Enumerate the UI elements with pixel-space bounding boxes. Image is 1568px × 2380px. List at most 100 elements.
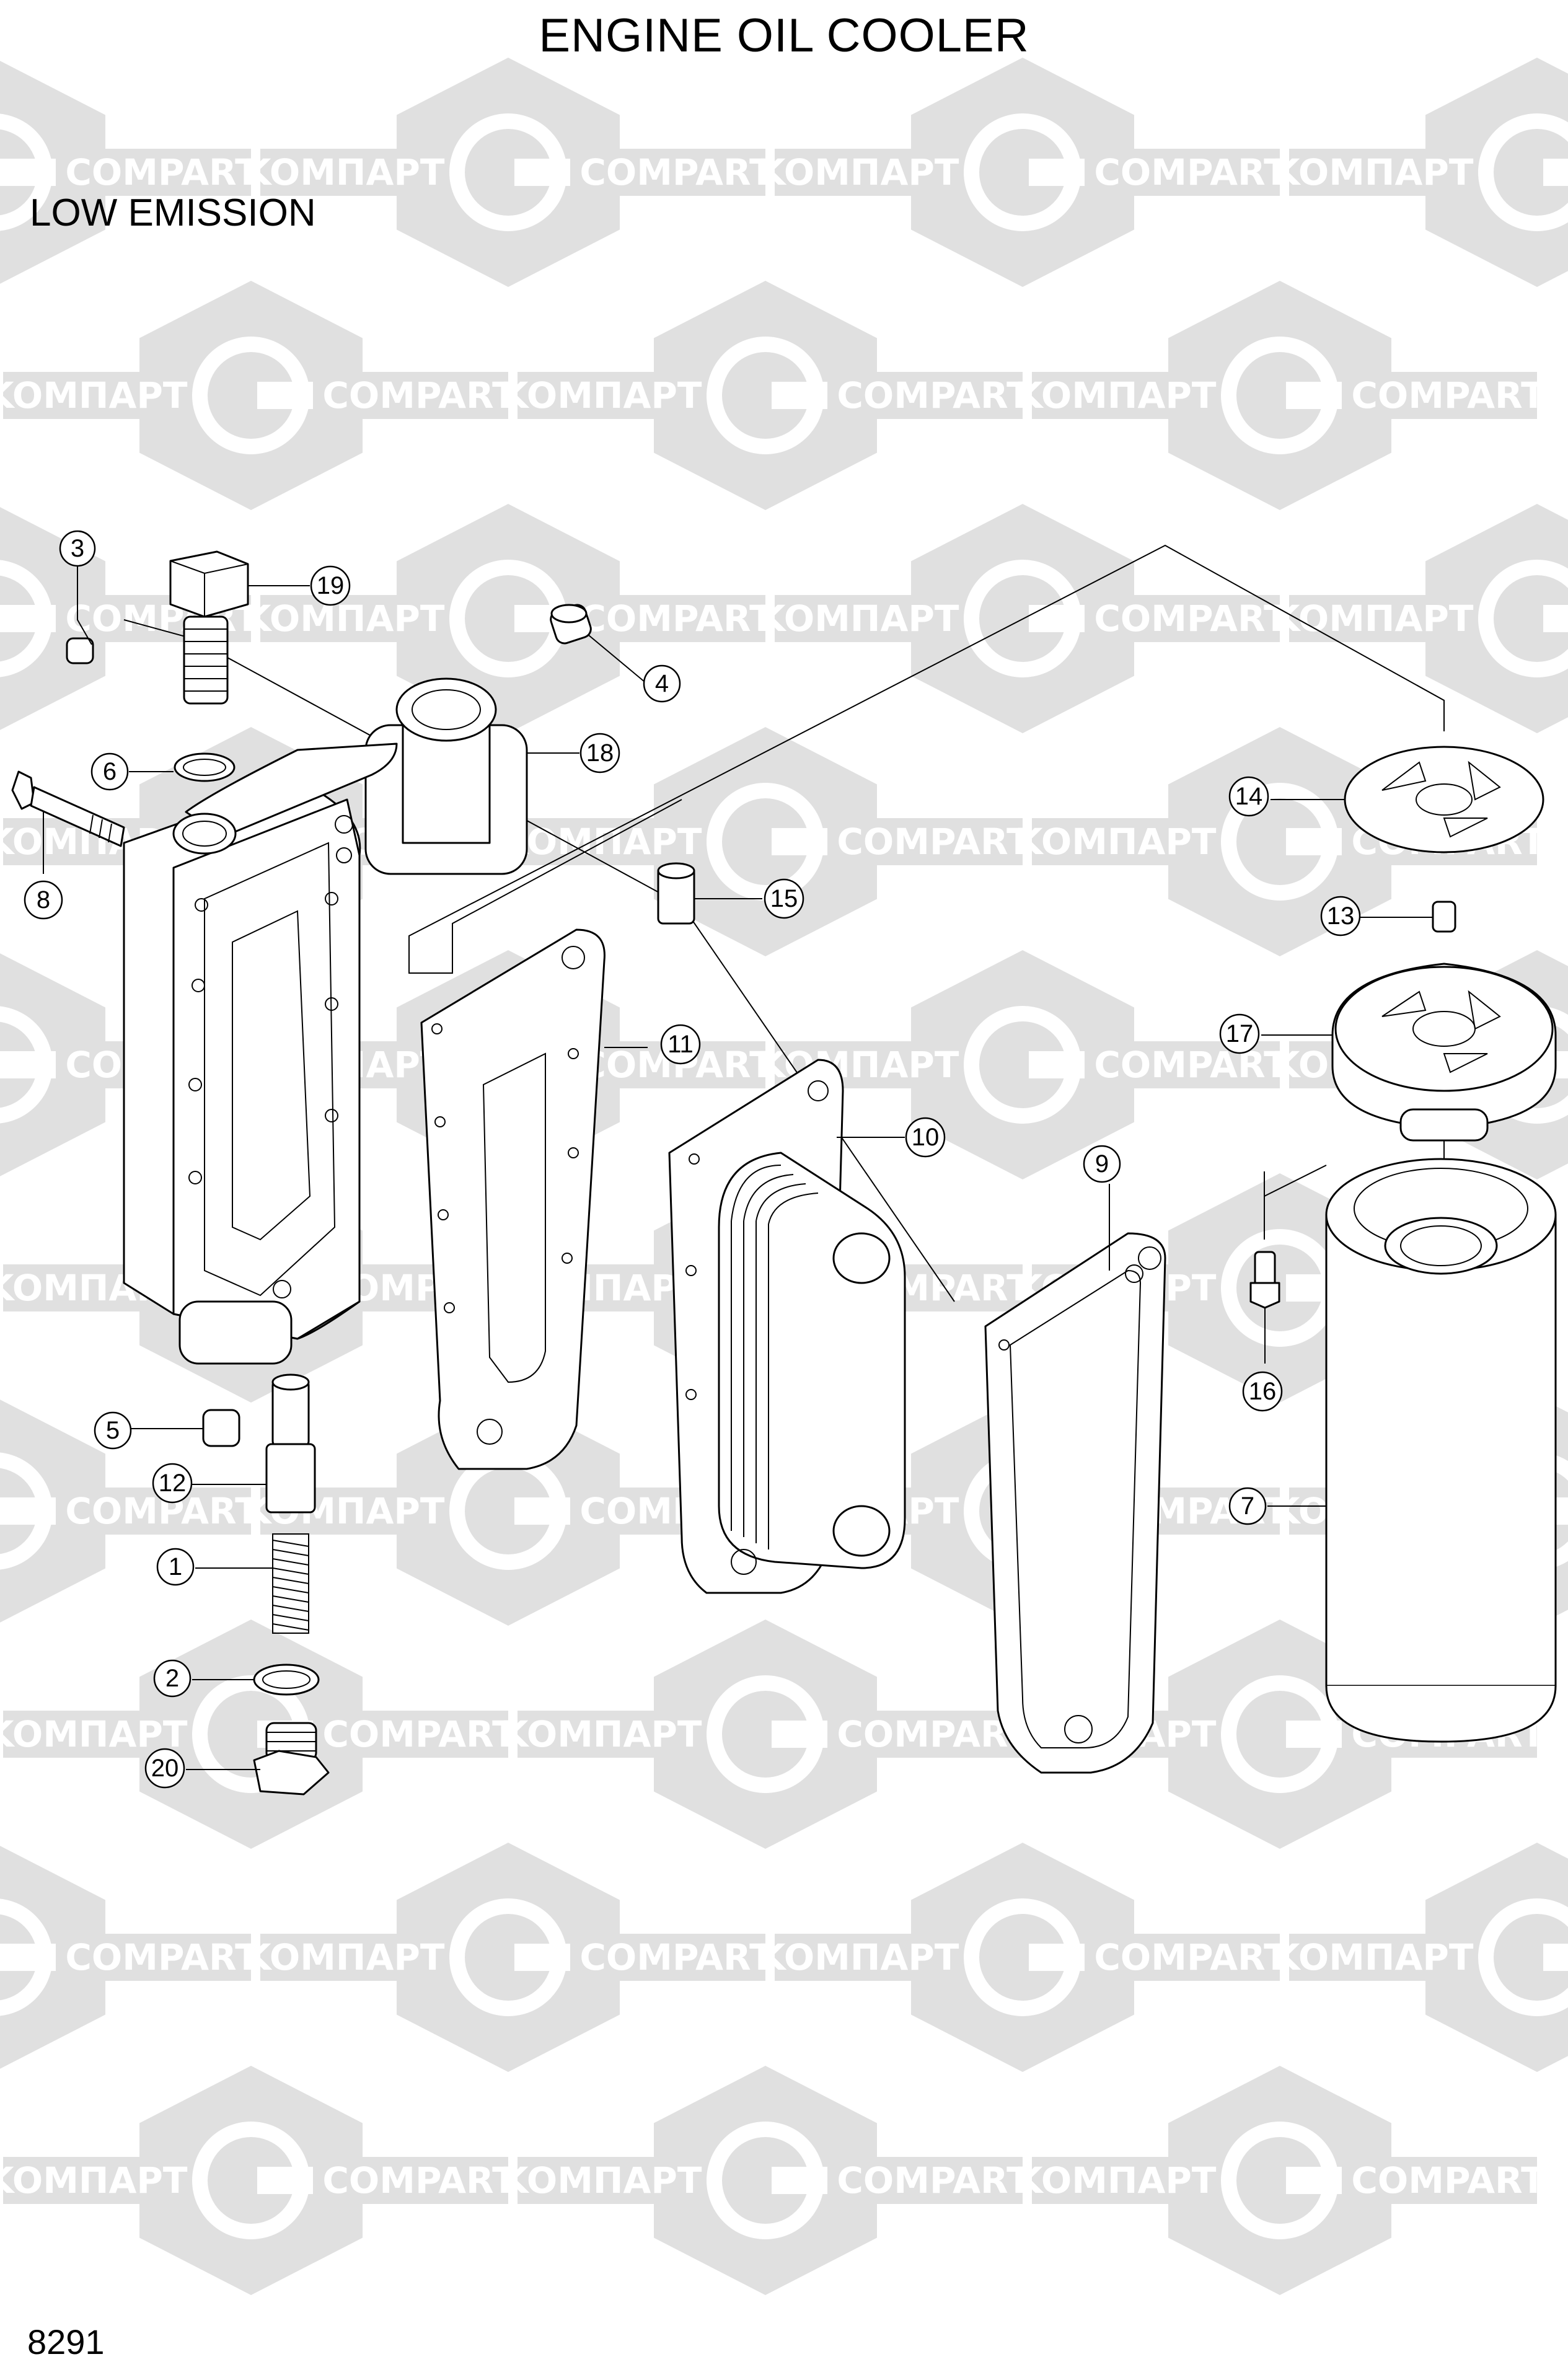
watermark-text: KOMПАРТ [758, 597, 959, 640]
watermark-text: KOMПАРТ [501, 1713, 702, 1755]
cooler-core-10 [668, 1059, 906, 1594]
watermark-text: KOMПАРТ [1272, 597, 1474, 640]
gasket-11 [420, 928, 606, 1470]
watermark-text: COMPART [1094, 151, 1288, 193]
watermark-tile: KOMПАРТ COMPART [501, 281, 1031, 510]
watermark-text: KOMПАРТ [758, 1936, 959, 1978]
watermark-text: COMPART [579, 151, 774, 193]
watermark-text: COMPART [579, 597, 774, 640]
callouts: 3 19 4 18 6 8 15 11 10 9 14 13 17 16 7 5… [24, 530, 1361, 1789]
callout-12: 12 [159, 1470, 187, 1497]
page-number: 8291 [27, 2322, 105, 2361]
bolt-16 [1249, 1251, 1280, 1309]
watermark-text: COMPART [322, 374, 517, 416]
o-ring-2 [253, 1664, 320, 1696]
watermark-text: KOMПАРТ [1272, 1936, 1474, 1978]
callout-19: 19 [317, 572, 345, 599]
watermark-text: KOMПАРТ [1015, 2159, 1217, 2202]
callout-16: 16 [1249, 1378, 1277, 1405]
watermark-tile: KOMПАРТ COMPART [244, 1843, 774, 2072]
watermark-text: COMPART [65, 151, 260, 193]
callout-5: 5 [106, 1417, 120, 1444]
watermark-text: COMPART [837, 374, 1031, 416]
watermark-text: KOMПАРТ [244, 151, 445, 193]
callout-9: 9 [1095, 1150, 1109, 1178]
callout-1: 1 [169, 1553, 182, 1580]
watermark-tile: KOMПАРТ COMPART [758, 58, 1288, 287]
watermark-tile: KOMПАРТ COMPART [758, 1843, 1288, 2072]
page-title: ENGINE OIL COOLER [539, 9, 1029, 62]
watermark-text: COMPART [322, 1713, 517, 1755]
watermark-tile: KOMПАРТ COMPART [501, 2066, 1031, 2295]
watermark-text: COMPART [579, 1936, 774, 1978]
long-bolt-8 [11, 770, 125, 847]
watermark-text: COMPART [837, 2159, 1031, 2202]
drain-plug-20 [253, 1722, 330, 1796]
housing-18 [364, 677, 528, 875]
callout-4: 4 [655, 670, 669, 697]
callout-6: 6 [103, 758, 117, 785]
callout-18: 18 [586, 739, 614, 767]
watermark-tile: KOMПАРТ COMPART [244, 504, 774, 733]
callout-20: 20 [151, 1755, 179, 1782]
callout-15: 15 [770, 885, 798, 912]
pin-13 [1432, 901, 1456, 933]
watermark-text: KOMПАРТ [0, 374, 188, 416]
diagram-subtitle: LOW EMISSION [30, 192, 316, 234]
plate-14 [1344, 746, 1544, 853]
filter-cartridge-7 [1325, 1158, 1557, 1743]
watermark-text: KOMПАРТ [501, 821, 702, 863]
watermark-text: KOMПАРТ [244, 1936, 445, 1978]
watermark-tile: KOMПАРТ COMPART [0, 281, 517, 510]
gasket-9 [984, 1232, 1166, 1774]
watermark-text: KOMПАРТ [0, 2159, 188, 2202]
plug-5 [202, 1409, 240, 1447]
plug-3 [66, 637, 94, 664]
watermark-text: COMPART [1094, 1044, 1288, 1086]
watermark-text: KOMПАРТ [758, 151, 959, 193]
valve-12 [265, 1373, 316, 1514]
callout-11: 11 [667, 1031, 694, 1058]
filter-head-17 [1331, 963, 1557, 1142]
nozzle-15 [657, 862, 695, 925]
watermark-text: COMPART [65, 1936, 260, 1978]
watermark-text: KOMПАРТ [1015, 374, 1217, 416]
watermark-tile: KOMПАРТ COMPART [244, 58, 774, 287]
callout-13: 13 [1327, 902, 1355, 930]
bolt-19 [169, 550, 249, 705]
spring-1 [272, 1533, 309, 1634]
watermark-text: KOMПАРТ [0, 1713, 188, 1755]
watermark-text: KOMПАРТ [1015, 821, 1217, 863]
watermark-text: COMPART [837, 821, 1031, 863]
cooler-housing [123, 743, 398, 1365]
callout-3: 3 [71, 535, 84, 562]
watermark-tile: KOMПАРТ COMPART [1015, 2066, 1546, 2295]
callout-8: 8 [37, 886, 50, 914]
callout-17: 17 [1226, 1020, 1254, 1047]
watermark-text: COMPART [1094, 597, 1288, 640]
watermark-tile: KOMПАРТ COMPART [1015, 281, 1546, 510]
leader-lines [43, 566, 1433, 1770]
callout-14: 14 [1235, 783, 1263, 810]
callout-10: 10 [912, 1124, 940, 1151]
watermark-text: COMPART [1351, 2159, 1546, 2202]
callout-2: 2 [165, 1665, 179, 1692]
watermark-text: KOMПАРТ [501, 374, 702, 416]
cap-4 [550, 604, 592, 645]
watermark-text: KOMПАРТ [1272, 151, 1474, 193]
watermark-text: COMPART [837, 1713, 1031, 1755]
watermark-text: COMPART [1094, 1936, 1288, 1978]
watermark-text: KOMПАРТ [501, 2159, 702, 2202]
watermark-tile: KOMПАРТ COMPART [501, 1620, 1031, 1849]
o-ring-6 [174, 752, 236, 782]
watermark-text: KOMПАРТ [244, 597, 445, 640]
watermark-text: COMPART [1351, 374, 1546, 416]
